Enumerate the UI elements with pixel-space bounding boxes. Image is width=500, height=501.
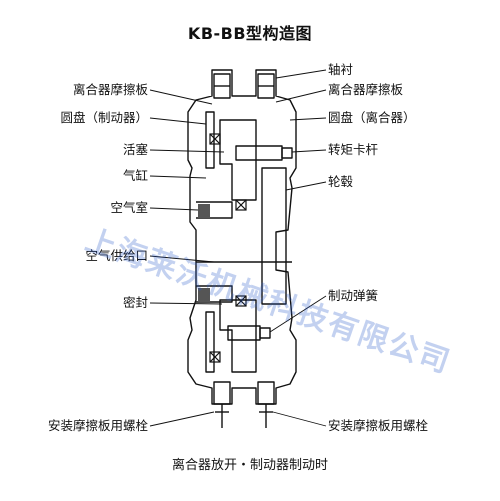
label-disc-clutch: 圆盘（离合器） [328,110,416,125]
diagram-caption: 离合器放开・制动器制动时 [171,458,328,473]
bottom-right-plate [257,381,275,405]
label-brake-spring: 制动弹簧 [328,288,379,303]
lower-disc [205,311,215,373]
upper-piston [219,119,257,201]
label-mount-bolt-left: 安装摩擦板用螺栓 [47,418,148,433]
torque-rod [235,145,283,161]
label-torque-rod: 转矩卡杆 [328,142,379,157]
label-air-chamber: 空气室 [110,200,148,215]
label-air-supply-port: 空气供给口 [85,248,148,263]
label-seal: 密封 [122,295,148,310]
label-clutch-friction-plate-right: 离合器摩擦板 [328,82,404,97]
air-port-block-lower [198,288,210,302]
air-passage-lower [196,285,233,303]
label-hub: 轮毂 [328,174,354,189]
label-piston: 活塞 [122,142,148,157]
lower-piston [219,299,257,373]
label-clutch-friction-plate-left: 离合器摩擦板 [72,82,148,97]
hub [261,167,287,305]
diagram-title: KB-BB型构造图 [187,24,313,43]
brake-spring [227,325,261,341]
label-bushing: 轴衬 [328,62,354,77]
bottom-left-plate [213,381,231,405]
label-cylinder: 气缸 [122,168,148,183]
label-mount-bolt-right: 安装摩擦板用螺栓 [328,418,429,433]
housing-outline [187,69,297,405]
upper-disc [205,111,215,169]
air-port-block-upper [198,204,210,218]
label-disc-brake: 圆盘（制动器） [60,110,148,125]
air-passage-upper [196,201,233,219]
